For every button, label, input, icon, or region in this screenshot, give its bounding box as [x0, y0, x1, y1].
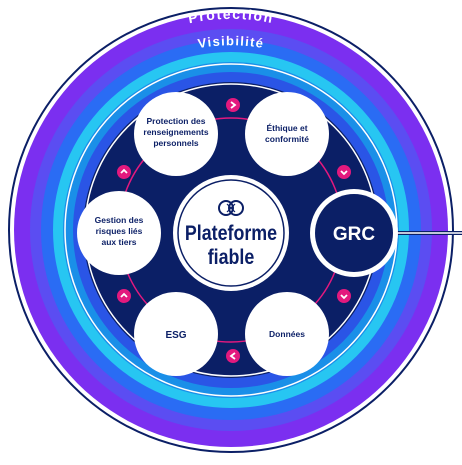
ring-label-protection: Protection	[187, 6, 276, 26]
node-data[interactable]: Données	[245, 292, 329, 376]
node-third-party-line1: Gestion des	[95, 215, 144, 225]
node-third-party[interactable]: Gestion des risques liés aux tiers	[77, 191, 161, 275]
node-esg[interactable]: ESG	[134, 292, 218, 376]
node-privacy[interactable]: Protection des renseignements personnels	[134, 92, 218, 176]
center-platform: Plateforme fiable	[173, 175, 289, 291]
node-esg-label: ESG	[165, 330, 186, 341]
node-third-party-line3: aux tiers	[102, 237, 137, 247]
center-title-line1: Plateforme	[185, 222, 277, 246]
orbit-arrow-left-bottom	[117, 289, 131, 303]
node-data-label: Données	[269, 329, 305, 339]
orbit-arrow-top	[226, 98, 240, 112]
node-grc-label: GRC	[333, 224, 376, 245]
ring-label-visibilite: Visibilité	[197, 33, 266, 51]
node-ethics[interactable]: Éthique et conformité	[245, 92, 329, 176]
orbit-arrow-right-bottom	[337, 289, 351, 303]
center-title-line2: fiable	[208, 246, 255, 270]
node-privacy-line2: renseignements	[143, 127, 208, 137]
node-grc[interactable]: GRC	[310, 189, 462, 277]
node-ethics-line1: Éthique et	[266, 123, 307, 133]
orbit-arrow-right-top	[337, 165, 351, 179]
node-privacy-line3: personnels	[153, 138, 199, 148]
orbit-arrow-left-top	[117, 165, 131, 179]
node-ethics-line2: conformité	[265, 134, 309, 144]
interlocking-rings-logo-icon	[218, 200, 244, 216]
node-privacy-line1: Protection des	[146, 116, 205, 126]
node-third-party-line2: risques liés	[96, 226, 143, 236]
orbit-arrow-bottom	[226, 349, 240, 363]
